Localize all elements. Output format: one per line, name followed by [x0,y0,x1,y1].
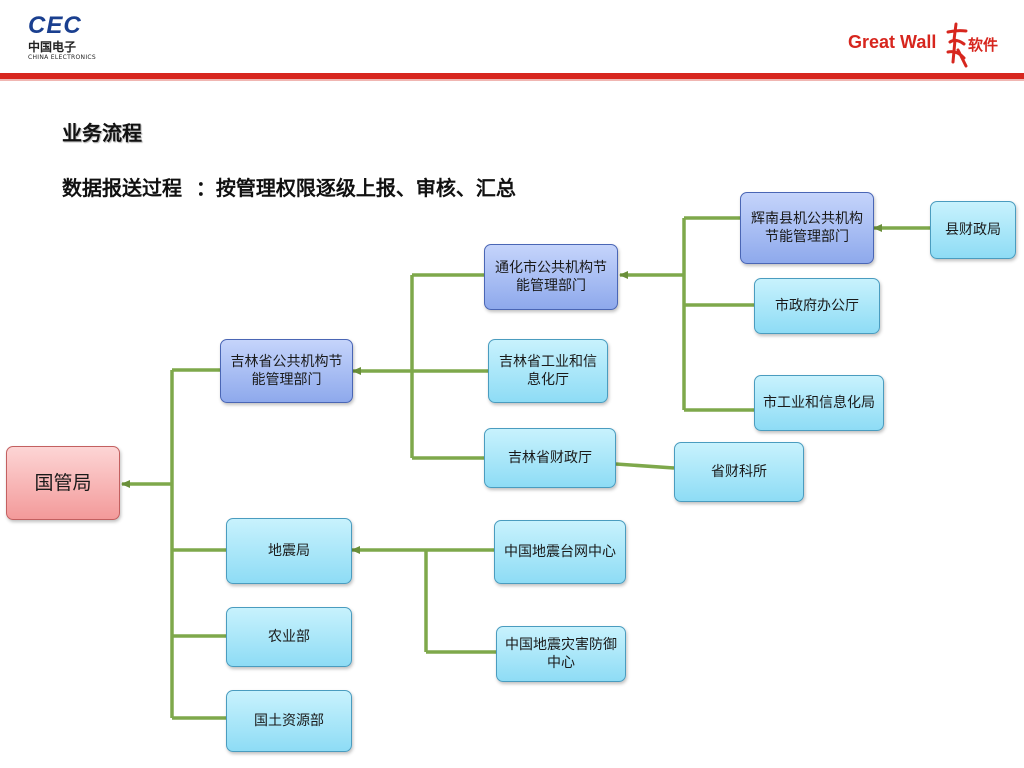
cec-logo-chinese: 中国电子 [28,40,77,54]
node-jilin-industry: 吉林省工业和信息化厅 [488,339,608,403]
great-wall-logo-chinese: 软件 [968,36,999,54]
cec-logo: CEC 中国电子 CHINA ELECTRONICS [28,14,108,70]
great-wall-logo-text: Great Wall [848,32,937,52]
node-earthquake-bureau: 地震局 [226,518,352,584]
header: CEC 中国电子 CHINA ELECTRONICS Great Wall 软件 [0,0,1024,84]
page-subtitle: 数据报送过程 ：按管理权限逐级上报、审核、汇总 [62,176,516,200]
page-title: 业务流程 [62,121,142,145]
node-city-office: 市政府办公厅 [754,278,880,334]
node-agriculture: 农业部 [226,607,352,667]
node-guoguanju: 国管局 [6,446,120,520]
cec-logo-english: CHINA ELECTRONICS [28,54,96,61]
node-jilin-finance: 吉林省财政厅 [484,428,616,488]
node-finance-division: 省财科所 [674,442,804,502]
connector-finance-division [615,462,675,470]
node-quake-network: 中国地震台网中心 [494,520,626,584]
header-divider-shadow [0,79,1024,81]
node-county-finance: 县财政局 [930,201,1016,259]
node-tonghua-agency: 通化市公共机构节能管理部门 [484,244,618,310]
node-huinan-agency: 辉南县机公共机构节能管理部门 [740,192,874,264]
cec-logo-mark: CEC [28,12,82,39]
node-land-resources: 国土资源部 [226,690,352,752]
node-city-industry: 市工业和信息化局 [754,375,884,431]
node-jilin-agency: 吉林省公共机构节能管理部门 [220,339,353,403]
header-divider [0,73,1024,79]
great-wall-logo: Great Wall 软件 [848,22,1008,68]
great-wall-brush-icon [946,22,968,68]
node-quake-disaster: 中国地震灾害防御中心 [496,626,626,682]
